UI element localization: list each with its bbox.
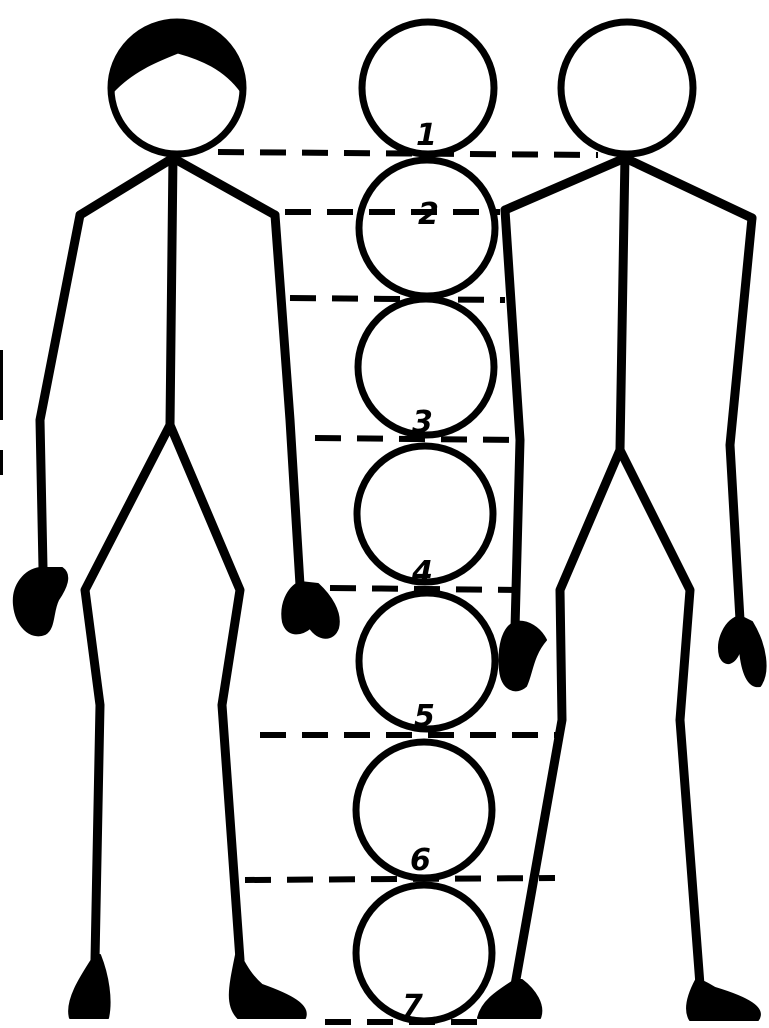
right-foot [687, 980, 760, 1020]
right-figure-body [505, 155, 752, 985]
marker-6: 6 [410, 843, 431, 878]
left-figure-body [40, 155, 300, 960]
right-figure-head [561, 22, 693, 154]
marker-1: 1 [416, 118, 437, 153]
guide-lines [218, 152, 598, 1022]
guide-line [290, 298, 505, 300]
left-figure-head [111, 22, 243, 154]
right-figure [478, 22, 766, 1020]
marker-4: 4 [411, 555, 433, 590]
marker-3: 3 [412, 405, 433, 440]
left-figure [14, 22, 339, 1018]
guide-line [245, 878, 555, 880]
left-hand [500, 622, 546, 691]
marker-2: 2 [418, 197, 439, 232]
left-foot [69, 955, 109, 1018]
guide-line [218, 152, 598, 155]
marker-5: 5 [414, 699, 435, 734]
left-hand [14, 568, 67, 635]
marker-7: 7 [402, 989, 423, 1024]
right-foot [230, 955, 306, 1018]
head-unit-circle [356, 885, 492, 1021]
right-hand [719, 616, 766, 686]
